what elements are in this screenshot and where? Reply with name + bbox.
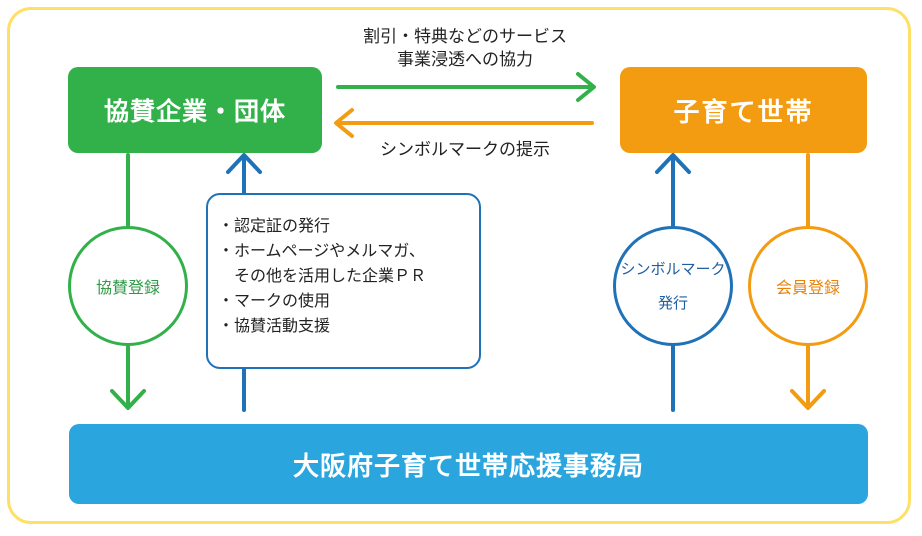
- symbol-issue-label-2: 発行: [657, 294, 688, 312]
- member-register-label: 会員登録: [775, 278, 840, 297]
- outer-frame: [7, 7, 911, 524]
- sponsor-register-label: 協賛登録: [95, 278, 160, 297]
- office-node: 大阪府子育て世帯応援事務局: [69, 424, 868, 504]
- sponsor-register-circle: 協賛登録: [68, 226, 188, 346]
- top-edge-label-1: 割引・特典などのサービス: [363, 27, 567, 47]
- benefit-item: ・ホームページやメルマガ、: [218, 241, 425, 260]
- benefit-item: ・協賛活動支援: [218, 316, 331, 335]
- top-edge-label-2: 事業浸透への協力: [397, 50, 533, 70]
- arrow-to-sponsor: [334, 108, 594, 138]
- sponsor-node: 協賛企業・団体: [68, 67, 322, 153]
- symbol-issue-circle: シンボルマーク 発行: [613, 226, 733, 346]
- households-node: 子育て世帯: [620, 67, 867, 153]
- benefit-item: ・認定証の発行: [218, 216, 331, 235]
- symbol-issue-label-1: シンボルマーク: [620, 260, 726, 278]
- arrow-to-households: [336, 72, 596, 102]
- benefit-item: その他を活用した企業ＰＲ: [218, 266, 427, 285]
- member-register-circle: 会員登録: [748, 226, 868, 346]
- benefit-item: ・マークの使用: [218, 291, 331, 310]
- bottom-edge-label: シンボルマークの提示: [380, 140, 550, 160]
- benefits-box: ・認定証の発行 ・ホームページやメルマガ、 その他を活用した企業ＰＲ ・マークの…: [206, 193, 481, 369]
